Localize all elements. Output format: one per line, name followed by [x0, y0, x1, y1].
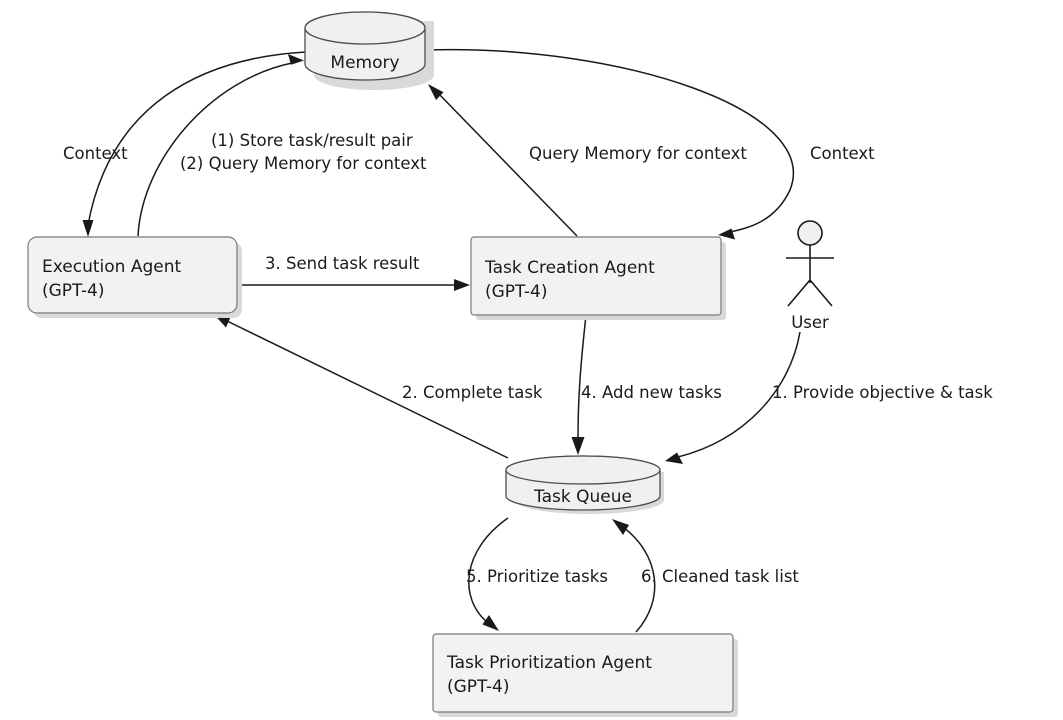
edge-label-cleaned-task-list: 6. Cleaned task list	[641, 567, 799, 586]
edge-user-to-queue-provide-objective	[665, 331, 801, 464]
edge-label-send-task-result: 3. Send task result	[265, 254, 420, 273]
node-execution-agent-label-line1: Execution Agent	[42, 257, 181, 277]
node-task-creation-agent-label-line2: (GPT-4)	[485, 282, 547, 302]
edge-execution-to-creation-send-result	[237, 279, 470, 291]
edge-label-provide-objective: 1. Provide objective & task	[772, 383, 993, 402]
node-task-creation-agent[interactable]: Task Creation Agent (GPT-4)	[470, 236, 726, 320]
node-task-prioritization-agent[interactable]: Task Prioritization Agent (GPT-4)	[432, 633, 738, 717]
actor-head-icon	[797, 220, 823, 246]
node-user-label: User	[791, 313, 829, 332]
node-task-prioritization-agent-label-line1: Task Prioritization Agent	[446, 653, 652, 673]
edge-label-complete-task: 2. Complete task	[402, 383, 543, 402]
edge-label-prioritize-tasks: 5. Prioritize tasks	[466, 567, 608, 586]
node-execution-agent-label-line2: (GPT-4)	[42, 281, 104, 301]
edge-prioritization-to-queue-cleaned-list	[612, 519, 656, 633]
node-memory[interactable]: Memory	[304, 11, 434, 90]
edge-memory-to-creation-context	[424, 48, 794, 240]
node-task-queue-label: Task Queue	[533, 487, 632, 507]
node-task-creation-agent-label-line1: Task Creation Agent	[484, 258, 655, 278]
edge-memory-to-execution-context	[82, 51, 307, 237]
node-task-queue[interactable]: Task Queue	[505, 455, 664, 514]
edge-label-query-memory-exec: (2) Query Memory for context	[180, 154, 427, 173]
edge-label-add-new-tasks: 4. Add new tasks	[581, 383, 722, 402]
actor-legs-icon	[787, 278, 833, 307]
edge-queue-to-prioritization-prioritize	[468, 517, 509, 631]
edge-creation-to-memory-query	[428, 84, 578, 237]
edge-label-context-left: Context	[63, 144, 128, 163]
node-execution-agent[interactable]: Execution Agent (GPT-4)	[27, 236, 242, 318]
edge-label-query-memory-creation: Query Memory for context	[529, 144, 747, 163]
edge-label-context-right: Context	[810, 144, 875, 163]
edge-execution-to-memory-store-query	[137, 54, 304, 237]
edge-creation-to-queue-add-tasks	[571, 314, 587, 455]
edge-label-store-pair: (1) Store task/result pair	[211, 131, 413, 150]
node-task-prioritization-agent-label-line2: (GPT-4)	[447, 677, 509, 697]
node-user-actor[interactable]: User	[786, 220, 834, 332]
node-memory-label: Memory	[330, 53, 399, 73]
